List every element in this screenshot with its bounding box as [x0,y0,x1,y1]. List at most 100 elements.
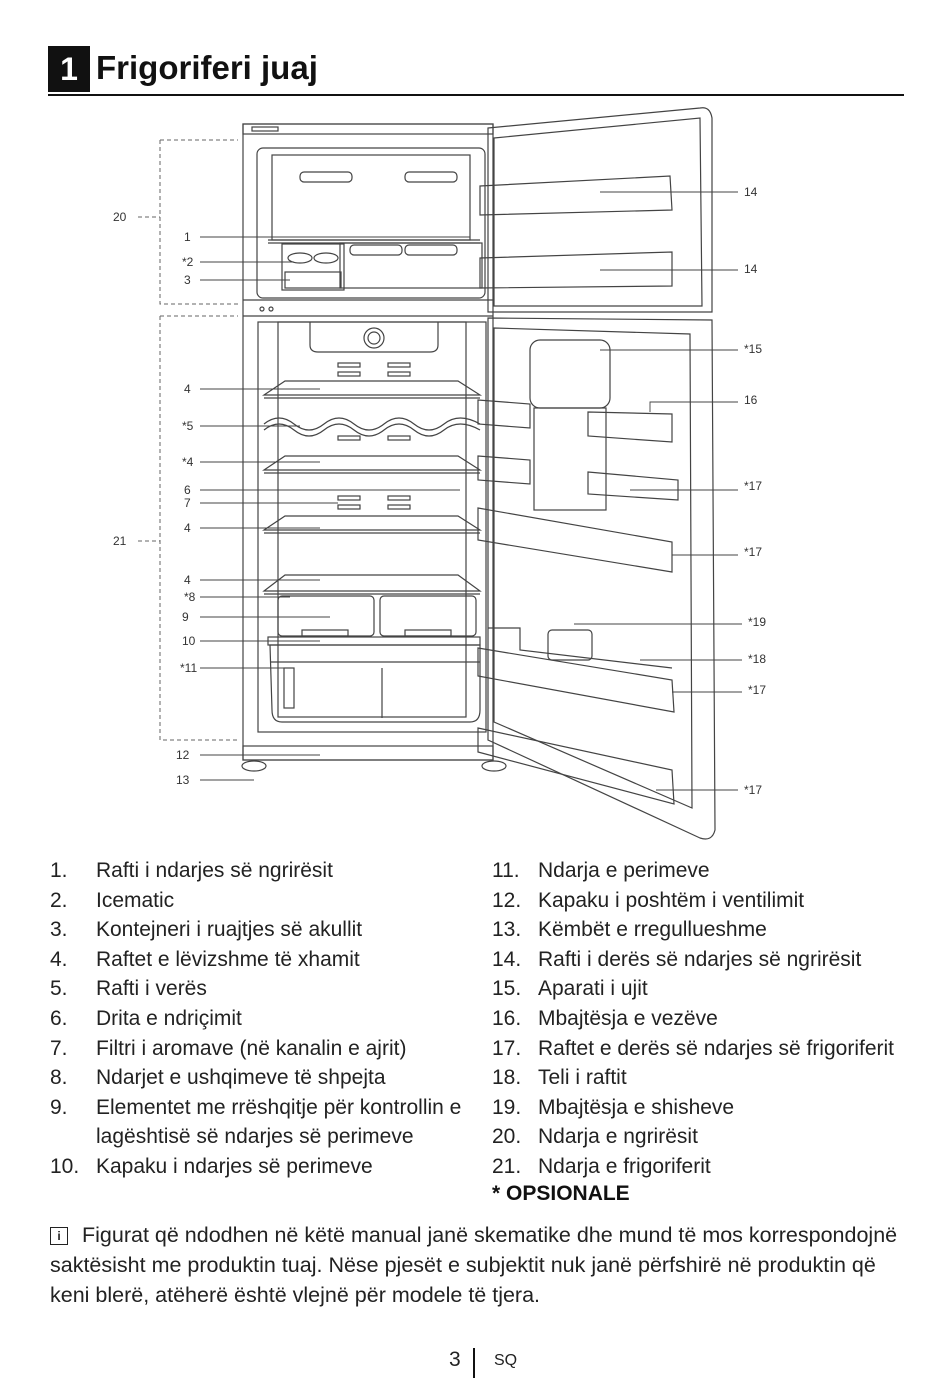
callout-label: *18 [748,652,766,666]
legend-item: 9. Elementet me rrëshqitje për kontrollin… [50,1093,470,1152]
freezer-door [487,107,713,313]
legend-text: Icematic [96,888,175,912]
callout-label: *17 [744,545,762,559]
callout-label: *4 [182,455,194,469]
legend-number: 9. [50,1095,68,1119]
legend-item: 10. Kapaku i ndarjes së perimeve [50,1152,470,1182]
legend-text: Kapaku i ndarjes së perimeve [96,1154,373,1178]
legend-number: 20. [492,1125,522,1149]
legend-number: 3. [50,918,68,942]
legend-text: Ndarja e perimeve [538,859,710,882]
bottle-holder [547,629,593,661]
legend-item: 20. Ndarja e ngrirësit [492,1122,912,1152]
legend-number: 16. [492,1006,522,1030]
legend-text: Ndarja e frigoriferit [538,1154,711,1178]
legend-number: 18. [492,1066,522,1090]
water-dispenser [529,339,611,409]
legend-item: 17. Raftet e derës së ndarjes së frigorif… [492,1034,912,1064]
fridge-door [487,317,716,840]
chapter-number: 1 [48,46,90,92]
footer-divider [473,1348,475,1378]
callout-label: 4 [184,573,191,587]
fridge-door-shelf [477,507,673,573]
callout-label: *17 [748,683,766,697]
freezer-door-shelf [479,251,673,289]
legend-left-column: 1. Rafti i ndarjes së ngrirësit 2. Icematic… [50,856,470,1182]
crisper-drawer [269,644,481,723]
legend-item: 4. Raftet e lëvizshme të xhamit [50,945,470,975]
legend-item: 2. Icematic [50,886,470,916]
callout-label: 6 [184,483,191,497]
legend-item: 12. Kapaku i poshtëm i ventilimit [492,886,912,916]
callout-label: 4 [184,521,191,535]
legend-item: 18. Teli i raftit [492,1063,912,1093]
legend-text: Ndarjet e ushqimeve të shpejta [96,1066,386,1090]
fridge-door-shelf [477,727,675,805]
callout-label: 20 [113,210,127,224]
legend-number: 4. [50,947,68,971]
legend-number: 13. [492,918,522,942]
cabinet-top [242,123,494,135]
legend-text: Elementet me rrëshqitje për kontrollin e… [96,1095,462,1149]
legend-number: 1. [50,859,68,882]
legend-text: Mbajtësja e shisheve [538,1095,735,1119]
legend-text: Kapaku i poshtëm i ventilimit [538,888,805,912]
optional-note: * OPSIONALE [492,1182,630,1205]
legend-item: 3. Kontejneri i ruajtjes së akullit [50,915,470,945]
legend-text: Filtri i aromave (në kanalin e ajrit) [96,1036,407,1060]
callout-label: *17 [744,783,762,797]
legend-number: 2. [50,888,68,912]
legend-item: 8. Ndarjet e ushqimeve të shpejta [50,1063,470,1093]
legend-item: 14. Rafti i derës së ndarjes së ngrirësit [492,945,912,975]
note-text: Figurat që ndodhen në këtë manual janë s… [50,1223,898,1307]
icematic [281,243,345,291]
egg-holder [587,411,673,443]
legend-number: 12. [492,888,522,912]
legend-text: Rafti i ndarjes së ngrirësit [96,859,333,882]
legend-number: 10. [50,1154,80,1178]
legend-item: 19.Mbajtësja e shisheve [492,1093,912,1123]
chapter-header: 1 Frigoriferi juaj [48,46,904,96]
callout-label: *15 [744,342,762,356]
freezer-door-shelf [479,175,673,216]
fridge-door-shelf [477,647,675,713]
ice-storage-container [284,271,342,289]
legend-text: Rafti i verës [96,977,207,1001]
legend-text: Teli i raftit [538,1066,627,1090]
legend-number: 17. [492,1036,522,1060]
callout-label: 14 [744,262,758,276]
chapter-title: Frigoriferi juaj [96,49,318,86]
legend-item: 7.Filtri i aromave (në kanalin e ajrit) [50,1034,470,1064]
callout-label: 7 [184,496,191,510]
legend-text: Raftet e derës së ndarjes së frigoriferi… [538,1036,894,1060]
shelf-wire [488,627,673,669]
light-unit [363,327,385,349]
page-number: 3 [449,1348,461,1371]
adjustable-foot [481,760,507,772]
legend-number: 8. [50,1066,68,1090]
language-code: SQ [494,1352,518,1369]
callout-label: 16 [744,393,758,407]
glass-shelf [262,574,482,592]
legend-text: Rafti i derës së ndarjes së ngrirësit [538,947,862,971]
glass-shelf [262,515,483,531]
legend-item: 15.Aparati i ujit [492,974,912,1004]
cabinet-outline [242,123,494,761]
legend-number: 6. [50,1006,68,1030]
page-footer: 3 SQ [0,1348,950,1378]
callout-label: *19 [748,615,766,629]
legend-text: Mbajtësja e vezëve [538,1006,718,1030]
callout-label: *5 [182,419,194,433]
bottom-ventilation-cover [242,745,494,761]
legend-number: 14. [492,947,522,971]
legend-text: Ndarja e ngrirësit [538,1125,698,1149]
fridge-door-shelf [587,471,679,501]
legend-text: Kontejneri i ruajtjes së akullit [96,918,363,942]
callout-label: 1 [184,230,191,244]
callout-label: 14 [744,185,758,199]
glass-shelf [262,380,483,396]
legend-text: Raftet e lëvizshme të xhamit [96,947,360,971]
legend-number: 11. [492,859,520,882]
